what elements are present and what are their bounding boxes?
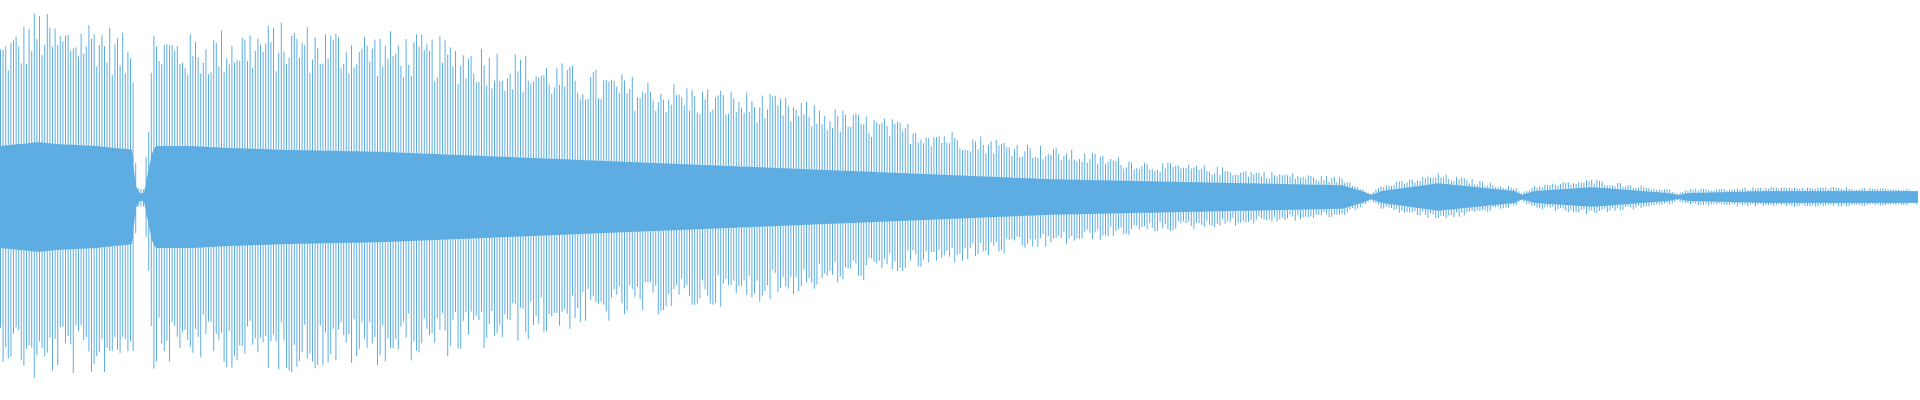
waveform-core: [0, 142, 1918, 252]
